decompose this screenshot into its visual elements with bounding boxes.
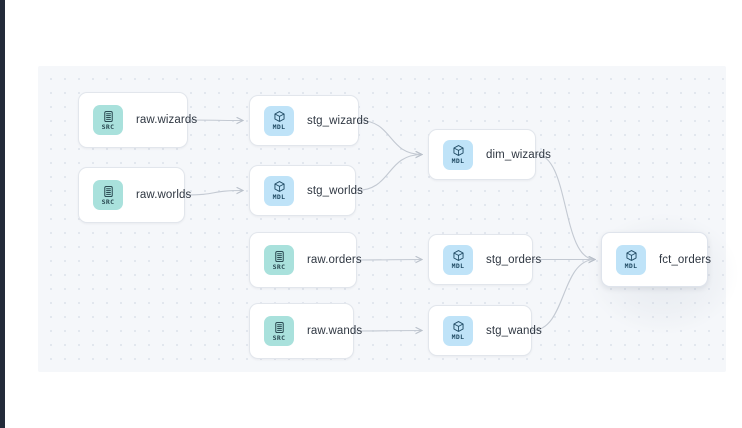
node-label: stg_worlds	[307, 184, 363, 197]
node-kind-label: SRC	[101, 122, 115, 131]
database-icon: SRC	[93, 180, 123, 210]
lineage-node-raw_worlds[interactable]: SRC raw.worlds	[78, 167, 191, 223]
cube-icon: MDL	[616, 244, 646, 275]
lineage-node-raw_wizards[interactable]: SRC raw.wizards	[78, 92, 197, 148]
lineage-node-raw_orders[interactable]: SRC raw.orders	[249, 232, 362, 288]
node-label: dim_wizards	[486, 148, 552, 161]
cube-icon: MDL	[443, 315, 473, 346]
node-label: stg_wizards	[307, 114, 369, 127]
edge-stg_wands-to-fct_orders	[531, 260, 595, 332]
edge-dim_wizards-to-fct_orders	[535, 153, 595, 260]
lineage-node-dim_wizards[interactable]: MDL dim_wizards	[428, 129, 551, 180]
node-label: raw.wizards	[136, 114, 198, 126]
edge-raw_worlds-to-stg_worlds	[184, 191, 243, 196]
app-sidebar-rail	[0, 0, 5, 428]
edge-raw_orders-to-stg_orders	[356, 260, 422, 261]
lineage-node-raw_wands[interactable]: SRC raw.wands	[249, 303, 362, 359]
node-kind-label: MDL	[272, 123, 286, 132]
edge-raw_wands-to-stg_wands	[353, 331, 422, 332]
node-label: raw.orders	[307, 254, 362, 266]
node-label: raw.wands	[307, 325, 363, 337]
node-label: fct_orders	[659, 253, 712, 266]
node-kind-label: SRC	[272, 333, 286, 342]
edge-stg_worlds-to-dim_wizards	[355, 155, 422, 192]
database-icon: SRC	[264, 245, 294, 275]
lineage-node-fct_orders[interactable]: MDL fct_orders	[601, 232, 712, 287]
edge-raw_wizards-to-stg_wizards	[187, 120, 243, 121]
node-label: stg_wands	[486, 324, 542, 337]
node-kind-label: MDL	[624, 262, 638, 271]
database-icon: SRC	[264, 316, 294, 346]
cube-icon: MDL	[443, 139, 473, 170]
lineage-node-stg_orders[interactable]: MDL stg_orders	[428, 234, 541, 285]
node-kind-label: MDL	[451, 333, 465, 342]
node-kind-label: SRC	[272, 262, 286, 271]
cube-icon: MDL	[264, 105, 294, 136]
cube-icon: MDL	[264, 175, 294, 206]
lineage-node-stg_wands[interactable]: MDL stg_wands	[428, 305, 542, 356]
node-label: stg_orders	[486, 253, 542, 266]
node-kind-label: SRC	[101, 197, 115, 206]
node-kind-label: MDL	[272, 193, 286, 202]
cube-icon: MDL	[443, 244, 473, 275]
node-kind-label: MDL	[451, 157, 465, 166]
lineage-node-stg_worlds[interactable]: MDL stg_worlds	[249, 165, 363, 216]
edge-stg_wizards-to-dim_wizards	[358, 119, 422, 155]
node-kind-label: MDL	[451, 262, 465, 271]
database-icon: SRC	[93, 105, 123, 135]
node-label: raw.worlds	[136, 189, 192, 201]
lineage-edges	[184, 66, 726, 372]
lineage-node-stg_wizards[interactable]: MDL stg_wizards	[249, 95, 369, 146]
